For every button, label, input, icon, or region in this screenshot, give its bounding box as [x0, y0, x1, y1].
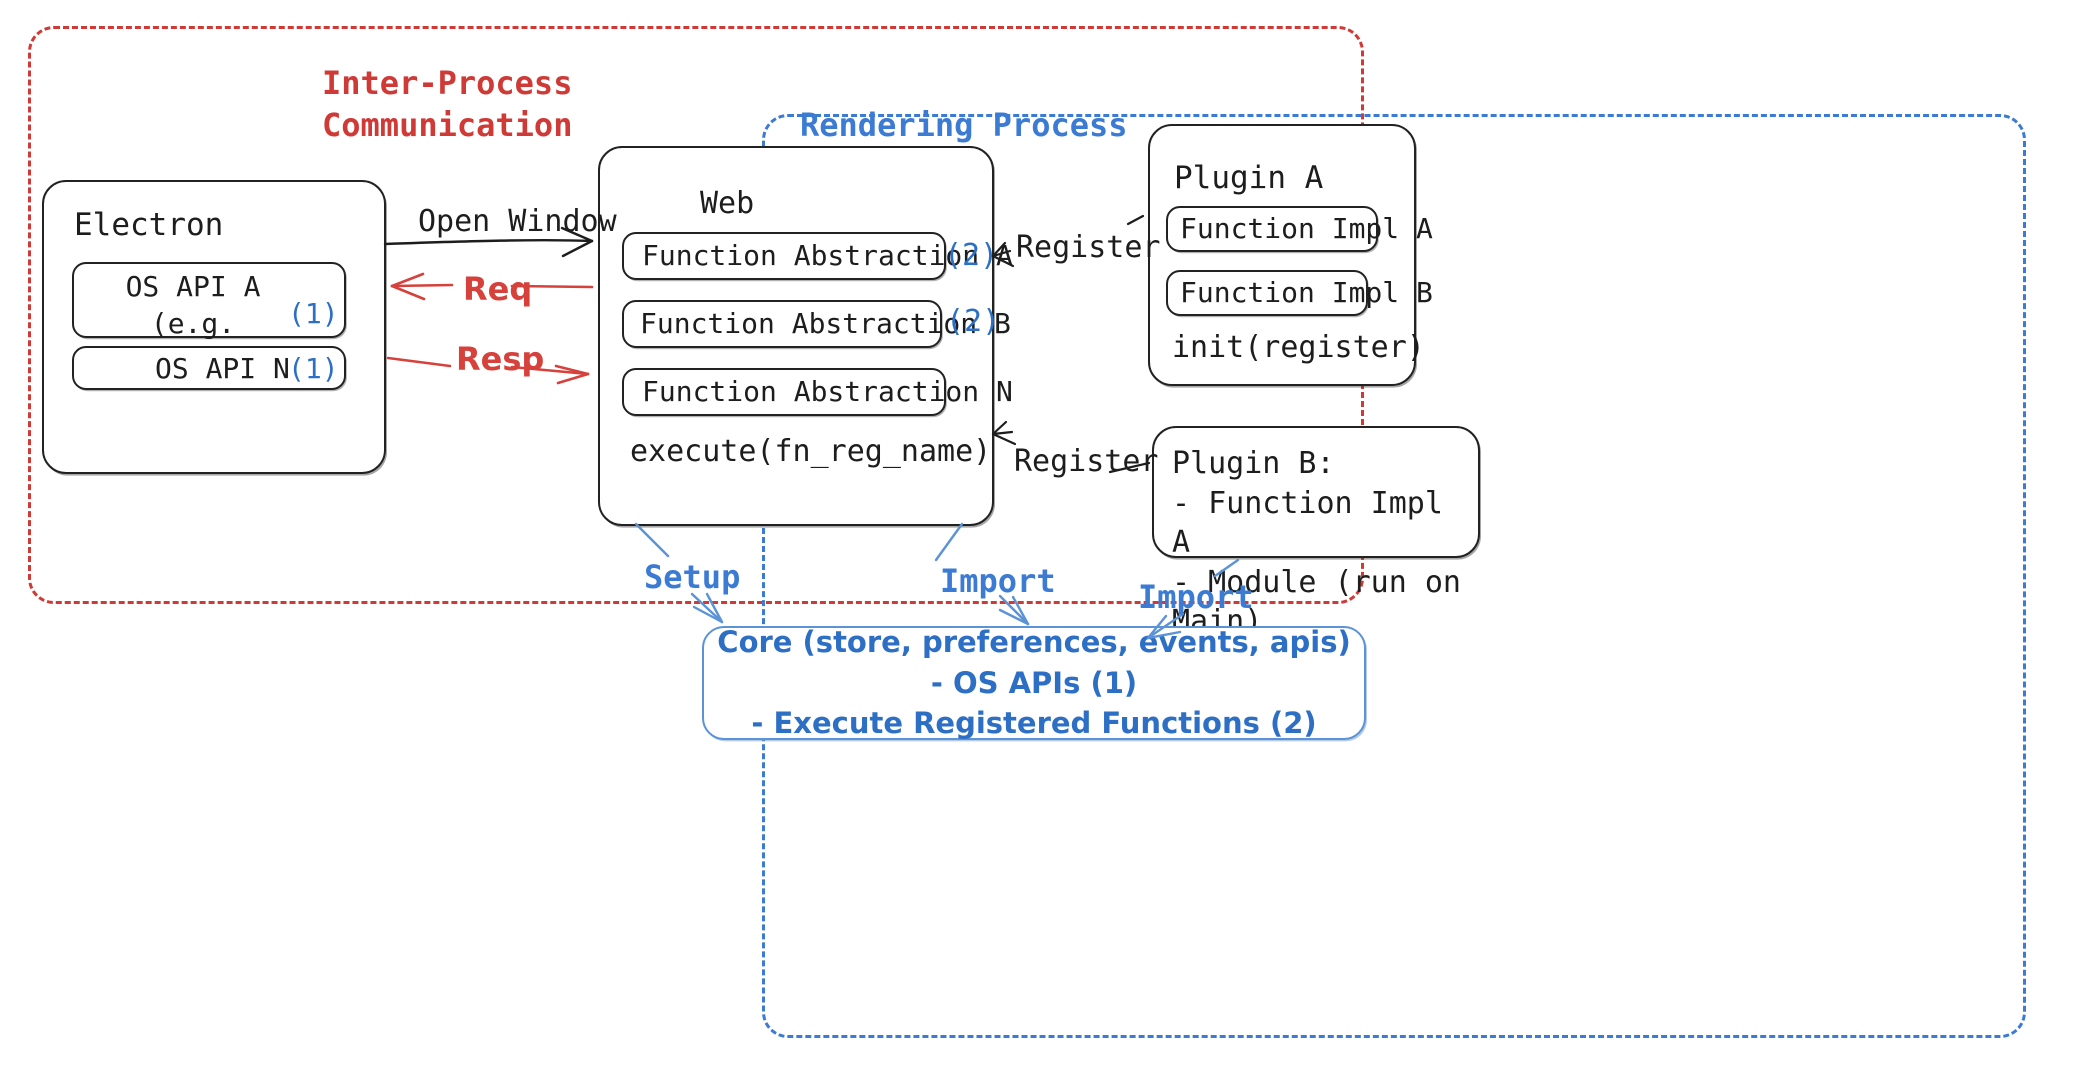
rendering-process-label: Rendering Process — [800, 106, 1128, 144]
register-plugin-b-label: Register — [1014, 444, 1159, 479]
core-label: Core (store, preferences, events, apis) … — [717, 622, 1350, 744]
os-api-n-box — [72, 346, 346, 390]
function-abstraction-a-box — [622, 232, 946, 280]
function-impl-a-box — [1166, 206, 1378, 252]
function-abstraction-a-marker: (2) — [944, 238, 999, 273]
plugin-a-init-label: init(register) — [1172, 330, 1425, 365]
plugin-b-line2: - Function Impl A — [1172, 485, 1443, 561]
function-abstraction-b-label: Function Abstraction B — [640, 307, 1011, 340]
core-box: Core (store, preferences, events, apis) … — [702, 625, 1366, 740]
rendering-process-container — [762, 114, 2026, 1038]
core-line1: Core (store, preferences, events, apis) — [717, 625, 1351, 660]
function-abstraction-n-label: Function Abstraction N — [642, 375, 1013, 408]
plugin-b-box — [1152, 426, 1480, 558]
setup-label: Setup — [644, 558, 741, 596]
resp-label: Resp — [456, 340, 545, 378]
import-plugin-label: Import — [1138, 578, 1254, 616]
os-api-a-box — [72, 262, 346, 338]
ipc-container-label: Inter-Process Communication — [322, 62, 702, 146]
open-window-label: Open Window — [418, 204, 617, 239]
function-abstraction-a-label: Function Abstraction A — [642, 239, 1013, 272]
function-abstraction-b-box — [622, 300, 942, 348]
function-abstraction-n-box — [622, 368, 946, 416]
web-title: Web — [700, 186, 755, 221]
core-line3: - Execute Registered Functions (2) — [751, 706, 1317, 741]
ipc-label-line2: Communication — [322, 106, 573, 145]
core-line2: - OS APIs (1) — [930, 665, 1138, 700]
register-plugin-a-label: Register — [1016, 230, 1161, 265]
function-abstraction-b-marker: (2) — [946, 304, 1001, 339]
function-impl-b-box — [1166, 270, 1368, 316]
ipc-label-line1: Inter-Process — [322, 64, 573, 102]
os-api-n-marker: (1) — [288, 352, 339, 385]
req-label: Req — [463, 270, 533, 308]
plugin-a-title: Plugin A — [1174, 160, 1324, 196]
plugin-a-box — [1148, 124, 1416, 386]
function-impl-b-label: Function Impl B — [1180, 276, 1433, 309]
os-api-a-line1: OS API A (e.g. — [125, 270, 261, 340]
os-api-a-marker: (1) — [288, 297, 339, 330]
import-web-label: Import — [940, 562, 1056, 600]
os-api-n-label: OS API N — [155, 352, 290, 385]
plugin-b-line1: Plugin B: — [1172, 446, 1335, 481]
function-impl-a-label: Function Impl A — [1180, 212, 1433, 245]
web-execute-label: execute(fn_reg_name) — [630, 434, 992, 469]
electron-title: Electron — [74, 207, 224, 243]
